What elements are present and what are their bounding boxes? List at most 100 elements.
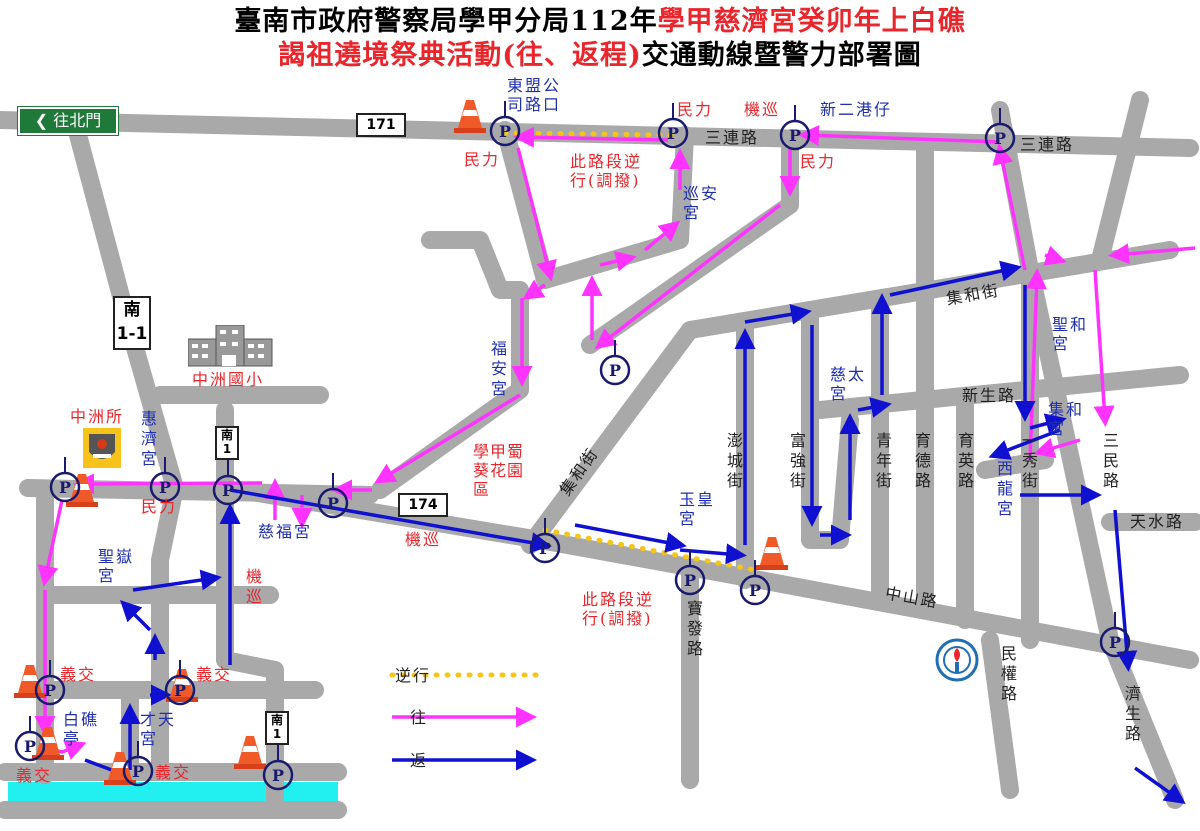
label-civil-defense: 民力 (464, 150, 501, 169)
road-dongmeng (496, 121, 694, 289)
police-post-marker: P (674, 550, 706, 596)
road-hollyhock (371, 231, 529, 499)
label-patrol: 機巡 (243, 568, 262, 608)
road-174-zhongshan (231, 481, 1199, 669)
label-baofa-road: 寶發路 (684, 600, 703, 660)
traffic-cone-icon (756, 537, 788, 570)
police-post-marker: P (657, 103, 689, 149)
label-patrol: 機巡 (405, 530, 442, 549)
label-civil-defense: 民力 (677, 100, 714, 119)
label-shengyue-temple: 聖嶽 宮 (98, 547, 135, 585)
road-fuqiang (801, 306, 859, 549)
label-sanlian-road: 三連路 (1020, 135, 1075, 154)
label-school: 中洲國小 (192, 370, 265, 389)
legend-outbound-label: 往 (410, 708, 429, 727)
contraflow-lines (389, 130, 758, 678)
title-subject: 交通動線暨警力部署圖 (641, 40, 922, 71)
svg-text:P: P (222, 481, 234, 500)
label-yude-road: 育德路 (912, 432, 931, 492)
svg-text:P: P (44, 681, 56, 700)
police-post-marker: P (489, 101, 521, 147)
label-traffic-volunteer: 義交 (196, 665, 233, 684)
label-caitian-temple: 才天 宮 (140, 710, 177, 748)
label-fuqiang-street: 富強街 (787, 432, 806, 492)
label-sanmin-road: 三民路 (1100, 432, 1119, 492)
police-post-marker: P (739, 560, 771, 606)
road-minquan (981, 631, 1019, 799)
police-post-marker: P (984, 108, 1016, 154)
label-civil-defense: 民力 (141, 497, 178, 516)
route-171-sign: 171 (356, 113, 406, 137)
police-post-marker: P (779, 105, 811, 151)
label-dongmeng-intersection: 東盟公 司路口 (507, 76, 562, 114)
traffic-cone-icon (454, 100, 486, 133)
torch-emblem-icon (935, 638, 979, 682)
label-baijiao-pavilion: 白礁 亭 (63, 710, 100, 748)
label-xinergang: 新二港仔 (820, 100, 893, 119)
outbound-route (34, 125, 1196, 760)
police-post-marker: P (212, 460, 244, 506)
road-jihe-north (1091, 91, 1149, 269)
title-line-2: 謁祖遶境祭典活動(往、返程)交通動線暨警力部署圖 (0, 40, 1200, 72)
river (8, 782, 338, 804)
svg-text:P: P (327, 494, 339, 513)
label-yixiu-street: 一秀街 (1019, 432, 1038, 492)
label-xilong-temple: 西龍宮 (994, 460, 1013, 520)
police-post-marker: P (34, 660, 66, 706)
svg-text:P: P (174, 681, 186, 700)
label-penglian-street: 澎城街 (724, 432, 743, 492)
label-sanlian-road: 三連路 (705, 128, 760, 147)
svg-text:P: P (684, 571, 696, 590)
police-post-marker: P (14, 716, 46, 762)
label-xunan-temple: 巡安 宮 (683, 184, 720, 222)
road-sanmin (991, 101, 1184, 809)
north-gate-label: 往北門 (53, 111, 102, 130)
svg-text:P: P (59, 478, 71, 497)
legend-contraflow-label: 逆行 (395, 666, 432, 685)
return-route (84, 260, 1186, 805)
svg-text:P: P (667, 124, 679, 143)
label-traffic-volunteer: 義交 (60, 665, 97, 684)
police-post-marker: P (122, 741, 154, 787)
svg-text:P: P (749, 581, 761, 600)
svg-text:P: P (539, 539, 551, 558)
road-xilong (976, 451, 1054, 479)
traffic-cones (14, 100, 788, 785)
label-yuying-road: 育英路 (955, 432, 974, 492)
label-minquan-road: 民權路 (998, 645, 1017, 705)
police-post-marker: P (262, 745, 294, 791)
label-fuan-temple: 福安宮 (488, 340, 507, 400)
label-huiji-temple: 惠濟宮 (138, 410, 157, 470)
police-post-marker: P (529, 518, 561, 564)
police-post-marker: P (599, 340, 631, 386)
label-jihe-temple: 集和 宮 (1048, 400, 1085, 438)
police-post-marker: P (49, 457, 81, 503)
police-posts: P P P P P P P P P P P P P P P P P P (14, 101, 1131, 791)
label-xinsheng-road: 新生路 (962, 386, 1017, 405)
title-agency: 臺南市政府警察局學甲分局112年 (234, 6, 658, 37)
svg-text:P: P (789, 126, 801, 145)
label-yuhuang-temple: 玉皇 宮 (679, 490, 716, 528)
police-post-marker: P (1099, 612, 1131, 658)
label-traffic-volunteer: 義交 (155, 763, 192, 782)
label-qingnian-street: 青年街 (873, 432, 892, 492)
route-nan-1-1-sign: 南 1-1 (113, 296, 151, 350)
chevron-left-icon: ❮ (34, 111, 54, 130)
svg-text:P: P (499, 122, 511, 141)
svg-text:P: P (994, 129, 1006, 148)
roads (0, 91, 1200, 819)
label-patrol: 機巡 (744, 100, 781, 119)
north-gate-sign: ❮ 往北門 (17, 106, 119, 136)
svg-text:P: P (609, 361, 621, 380)
title-event: 學甲慈濟宮癸卯年上白礁 (657, 6, 966, 37)
svg-text:P: P (1109, 633, 1121, 652)
label-shenghe-temple: 聖和 宮 (1052, 315, 1089, 353)
title-line-1: 臺南市政府警察局學甲分局112年學甲慈濟宮癸卯年上白礁 (0, 6, 1200, 38)
route-nan-1-sign: 南 1 (265, 711, 289, 745)
label-jisheng-road: 濟生路 (1122, 685, 1141, 745)
route-nan-1-sign: 南 1 (215, 426, 239, 460)
svg-text:P: P (24, 737, 36, 756)
label-contraflow-note: 此路段逆 行(調撥) (570, 152, 643, 190)
